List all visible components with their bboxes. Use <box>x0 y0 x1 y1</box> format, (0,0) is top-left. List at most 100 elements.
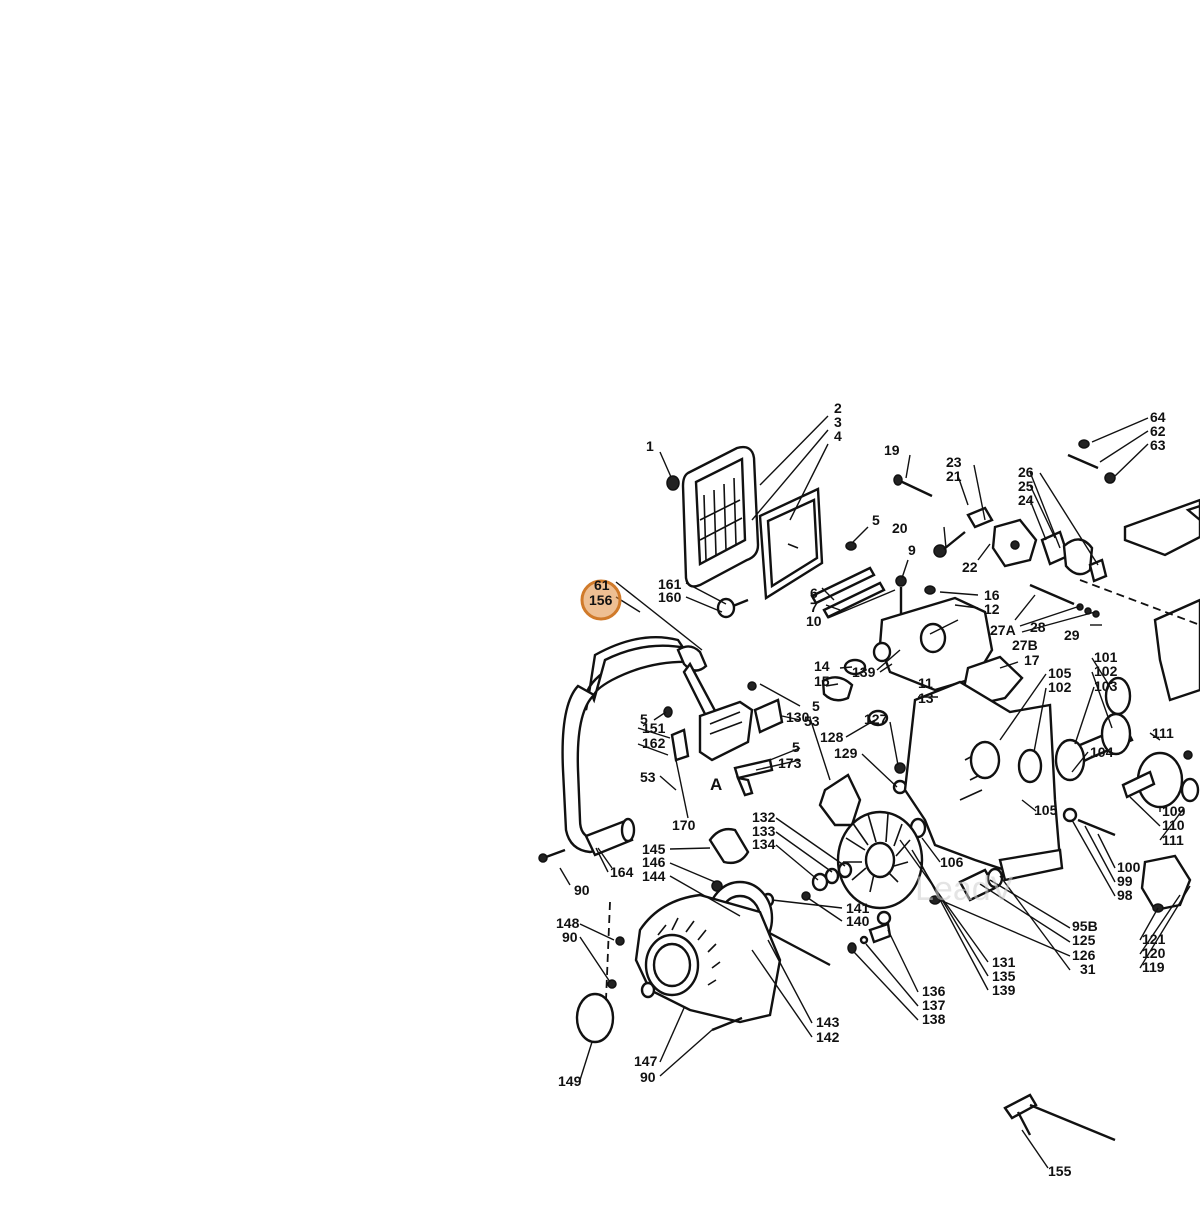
label-part: 16 <box>984 587 1000 603</box>
label-part: 7 <box>810 599 818 615</box>
label-part: 101 <box>1094 649 1118 665</box>
label-part: 22 <box>962 559 978 575</box>
label-part: 95B <box>1072 918 1098 934</box>
label-part: 98 <box>1117 887 1133 903</box>
label-part: 164 <box>610 864 634 880</box>
part-crankshaft-104 <box>1017 676 1134 784</box>
label-part: 26 <box>1018 464 1034 480</box>
label-part: 161 <box>658 576 682 592</box>
part-crankcase <box>903 680 1064 882</box>
part-labels: 1 2 3 4 5 6 7 9 10 11 12 13 14 15 16 17 … <box>556 400 1186 1179</box>
part-tool-155 <box>1003 1093 1116 1142</box>
label-part: 139 <box>852 664 876 680</box>
label-part: 100 <box>1117 859 1141 875</box>
label-part: 140 <box>846 913 870 929</box>
leader-lines <box>559 415 1191 1169</box>
label-part: 111 <box>1162 832 1184 848</box>
label-part: 53 <box>804 713 820 729</box>
label-part: 131 <box>992 954 1016 970</box>
part-clip-173 <box>733 758 774 797</box>
label-part: 5 <box>872 512 880 528</box>
label-part: 13 <box>918 690 934 706</box>
part-grip-145 <box>708 827 750 892</box>
label-part: 170 <box>672 817 696 833</box>
label-part: 134 <box>752 836 776 852</box>
part-bracket-53 <box>747 681 784 734</box>
label-part: 105 <box>1034 802 1058 818</box>
highlight-marker[interactable] <box>580 579 622 621</box>
part-handlebar-156 <box>561 635 695 857</box>
label-part: 24 <box>1018 492 1034 508</box>
label-part: 136 <box>922 983 946 999</box>
label-part: 2 <box>834 400 842 416</box>
label-part: 145 <box>642 841 666 857</box>
label-part: 144 <box>642 868 666 884</box>
label-part: 128 <box>820 729 844 745</box>
label-part: 53 <box>640 769 656 785</box>
part-gasket-149 <box>575 992 615 1044</box>
label-part: 5 <box>792 739 800 755</box>
part-handle-mount <box>663 661 754 762</box>
label-part: 104 <box>1090 744 1114 760</box>
label-part: 11 <box>918 675 933 691</box>
label-part: 6 <box>810 585 818 601</box>
label-part: 28 <box>1030 619 1046 635</box>
part-filter-element-4 <box>758 487 824 601</box>
label-part: 138 <box>922 1011 946 1027</box>
label-part: 149 <box>558 1073 582 1089</box>
label-part: 9 <box>908 542 916 558</box>
part-bracket-6-7 <box>810 541 886 619</box>
label-part: 110 <box>1162 817 1185 833</box>
label-part: 137 <box>922 997 946 1013</box>
label-part: 27A <box>990 622 1016 638</box>
label-part: 148 <box>556 915 580 931</box>
label-part: 17 <box>1024 652 1040 668</box>
label-part: 62 <box>1150 423 1166 439</box>
label-part: 121 <box>1142 931 1166 947</box>
assembly-guide-lines <box>605 579 1200 1001</box>
part-screw-27a <box>1029 583 1100 618</box>
part-screw-161 <box>676 597 749 672</box>
label-part: 1 <box>646 438 654 454</box>
label-part: 106 <box>940 854 964 870</box>
part-knob-1 <box>659 451 680 491</box>
label-part: 135 <box>992 968 1016 984</box>
label-part: 64 <box>1150 409 1166 425</box>
label-part: 143 <box>816 1014 840 1030</box>
label-part: 10 <box>806 613 822 629</box>
label-part: 119 <box>1142 959 1165 975</box>
label-part: 29 <box>1064 627 1080 643</box>
label-part: 142 <box>816 1029 840 1045</box>
label-part: 3 <box>834 414 842 430</box>
label-part: 20 <box>892 520 908 536</box>
label-part: 25 <box>1018 478 1034 494</box>
part-cover-130 <box>818 773 862 827</box>
label-part: 61 <box>594 577 610 593</box>
label-part: 155 <box>1048 1163 1072 1179</box>
part-fuel-tank-12 <box>872 596 994 703</box>
label-part: 160 <box>658 589 682 605</box>
part-cover-right <box>1123 498 1200 702</box>
watermark: LeadV <box>915 870 1014 908</box>
label-part: 90 <box>640 1069 656 1085</box>
label-part: 21 <box>946 468 962 484</box>
part-intake-24-26 <box>1040 530 1108 583</box>
part-bolt-19 <box>893 474 933 498</box>
label-part: 27B <box>1012 637 1038 653</box>
part-flywheel-131 <box>836 810 924 910</box>
label-part-highlighted: 156 <box>589 592 613 608</box>
part-bolt-64 <box>1067 439 1116 484</box>
label-part: 173 <box>778 755 802 771</box>
part-filter-cover-2 <box>681 445 760 588</box>
label-part: 5 <box>640 711 648 727</box>
label-part: 105 <box>1048 665 1072 681</box>
part-starter-housing-147 <box>607 893 782 1032</box>
label-part: A <box>710 775 722 794</box>
label-part: 129 <box>834 745 858 761</box>
label-part: 133 <box>752 823 776 839</box>
label-part: 19 <box>884 442 900 458</box>
label-part: 130 <box>786 709 810 725</box>
label-part: 90 <box>562 929 578 945</box>
label-part: 125 <box>1072 932 1096 948</box>
